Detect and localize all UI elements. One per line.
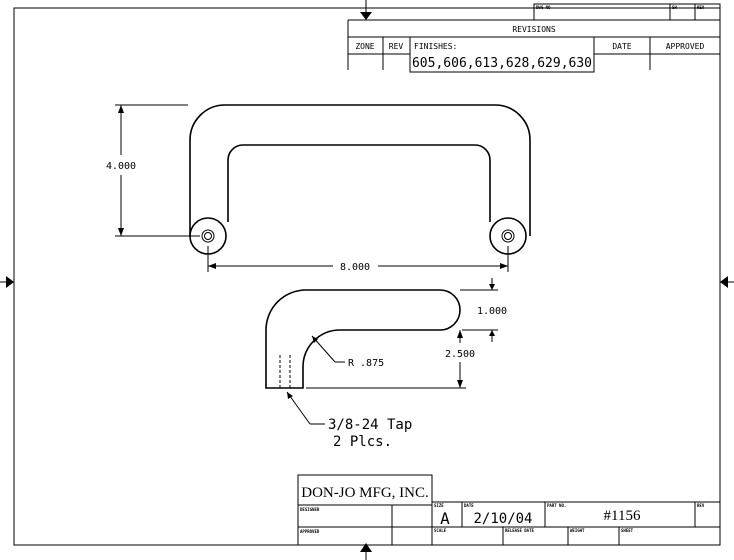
sh-label: SH [672, 5, 677, 10]
revision-block: DWG NO SH REV REVISIONS ZONE REV FINISHE… [347, 3, 721, 73]
part-no-label: PART NO. [547, 503, 566, 508]
col-date: DATE [612, 42, 631, 51]
sheet-label: SHEET [621, 528, 634, 533]
approved-label: APPROVED [300, 529, 320, 534]
col-approved: APPROVED [666, 42, 705, 51]
dim-thickness: 1.000 [477, 306, 507, 317]
date-label: DATE [464, 503, 474, 508]
tap-note-line2: 2 Plcs. [333, 434, 392, 450]
sheet-border [13, 7, 721, 546]
size-value: A [440, 509, 450, 528]
designer-label: DESIGNER [300, 507, 320, 512]
scale-label: SCALE [434, 528, 447, 533]
dim-height: 4.000 [106, 161, 136, 172]
rev-label-top: REV [697, 5, 705, 10]
finishes-value: 605,606,613,628,629,630 [412, 56, 592, 71]
dim-width: 8.000 [340, 262, 370, 273]
title-block: DON-JO MFG, INC. DESIGNER APPROVED SIZE … [297, 474, 720, 545]
revisions-title: REVISIONS [512, 25, 556, 34]
tap-note-line1: 3/8-24 Tap [328, 417, 412, 433]
col-zone: ZONE [355, 42, 374, 51]
col-rev: REV [389, 42, 404, 51]
company-name: DON-JO MFG, INC. [301, 485, 429, 501]
release-date-label: RELEASE DATE [505, 528, 534, 533]
weight-label: WEIGHT [570, 528, 585, 533]
part-no-value: #1156 [604, 508, 641, 524]
size-label: SIZE [434, 503, 444, 508]
handle-top-view: 4.000 8.000 [106, 104, 531, 273]
dim-radius: R .875 [348, 358, 384, 369]
dwg-no-label: DWG NO [536, 5, 551, 10]
dim-leg-height: 2.500 [445, 349, 475, 360]
col-finishes: FINISHES: [414, 42, 457, 51]
rev-label: REV [697, 503, 705, 508]
handle-side-view: 1.000 2.500 R .875 3/8-24 Tap 2 Plcs. [265, 278, 507, 450]
date-value: 2/10/04 [473, 511, 532, 527]
